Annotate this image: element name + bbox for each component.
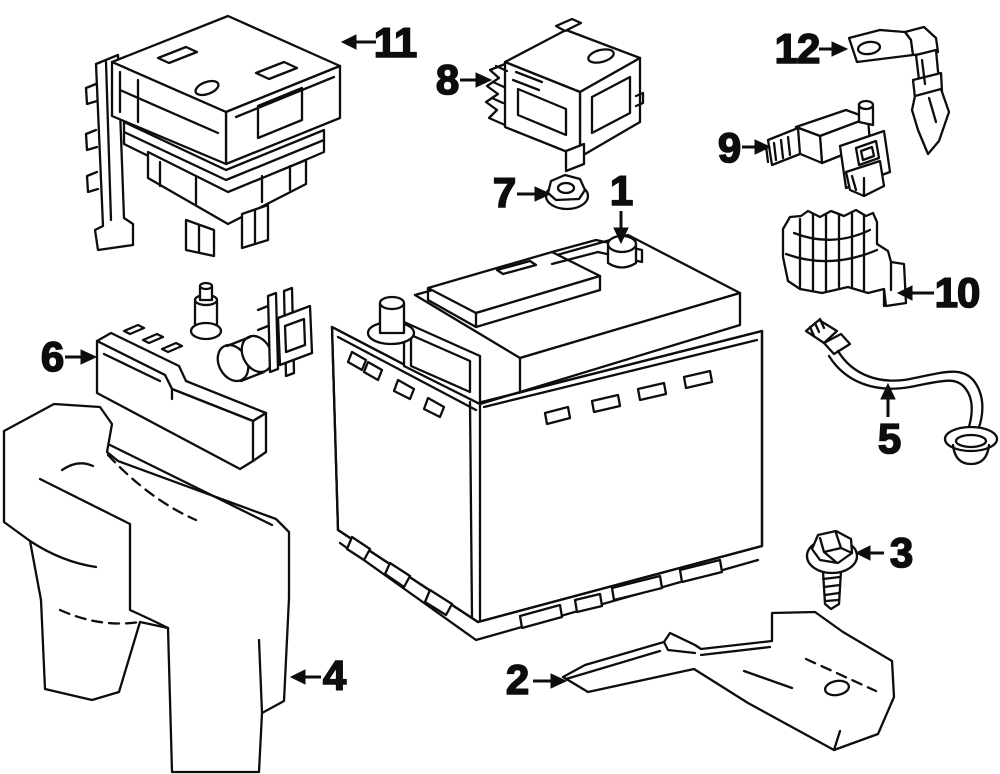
part-1-battery-drawing — [330, 233, 764, 642]
callout-6-arrow-icon — [80, 349, 98, 365]
part-11-junction-block-drawing — [84, 14, 342, 258]
part-6-fusible-link-drawing — [95, 281, 314, 471]
callout-6-number: 6 — [41, 333, 63, 380]
callout-7: 7 — [492, 168, 552, 217]
callout-8: 8 — [435, 55, 493, 104]
callout-2-number: 2 — [506, 656, 528, 703]
part-5-vent-hose-drawing — [804, 317, 999, 466]
callout-9-number: 9 — [718, 124, 740, 171]
part-10-cover-drawing — [781, 208, 908, 308]
part-3-bolt-drawing — [805, 529, 859, 611]
callout-4: 4 — [289, 651, 349, 700]
callout-12-arrow-icon — [831, 41, 849, 57]
callout-3: 3 — [854, 528, 914, 577]
part-4-insulator-drawing — [2, 402, 291, 774]
callout-3-number: 3 — [890, 529, 912, 576]
callout-9: 9 — [717, 123, 772, 172]
callout-8-arrow-icon — [475, 72, 493, 88]
callout-8-number: 8 — [436, 56, 459, 103]
callouts-layer: 1 2 3 4 5 6 7 — [40, 18, 981, 704]
callout-12-number: 12 — [775, 25, 820, 72]
callout-2: 2 — [505, 655, 568, 704]
callout-11: 11 — [340, 18, 419, 67]
callout-3-arrow-icon — [854, 545, 871, 561]
callout-1: 1 — [609, 166, 635, 245]
callout-10-number: 10 — [935, 269, 980, 316]
callout-5-arrow-icon — [880, 382, 896, 400]
callout-12: 12 — [774, 24, 849, 73]
part-7-nut-drawing — [544, 173, 590, 211]
callout-1-number: 1 — [610, 167, 633, 214]
callout-7-number: 7 — [493, 169, 515, 216]
callout-5-number: 5 — [878, 415, 901, 462]
callout-7-arrow-icon — [534, 186, 552, 202]
part-2-tray-drawing — [561, 610, 896, 752]
callout-10: 10 — [896, 268, 981, 317]
part-12-terminal-strap-drawing — [847, 25, 951, 156]
callout-9-arrow-icon — [754, 139, 772, 155]
part-9-sensor-drawing — [764, 99, 892, 198]
part-8-bracket-drawing — [484, 17, 645, 173]
callout-2-arrow-icon — [550, 673, 568, 689]
callout-10-arrow-icon — [896, 285, 913, 301]
callout-5: 5 — [877, 382, 903, 463]
callout-1-arrow-icon — [613, 227, 629, 245]
callout-4-arrow-icon — [289, 669, 306, 685]
callout-11-number: 11 — [374, 19, 417, 66]
callout-4-number: 4 — [323, 652, 347, 699]
callout-6: 6 — [40, 332, 98, 381]
callout-11-arrow-icon — [340, 34, 357, 50]
